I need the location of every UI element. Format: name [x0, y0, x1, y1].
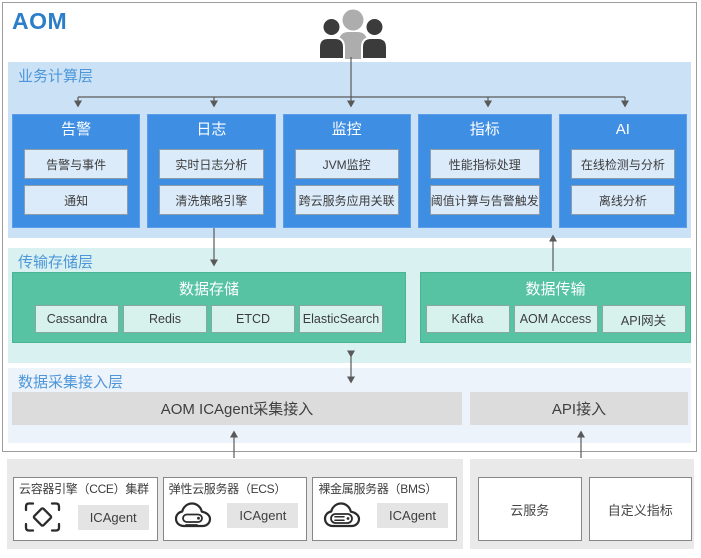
group-title: 数据存储 [178, 281, 239, 298]
module-item: 通知 [24, 185, 129, 215]
module-alarm: 告警 告警与事件 通知 [12, 114, 141, 228]
module-title: 监控 [331, 121, 362, 138]
module-item: 清洗策略引擎 [159, 185, 264, 215]
module-item: 告警与事件 [24, 149, 129, 179]
module-title: 指标 [469, 121, 500, 138]
icagent-badge: ICAgent [77, 504, 149, 530]
layer-collection: 数据采集接入层 AOM ICAgent采集接入 API接入 [8, 368, 691, 443]
module-metric: 指标 性能指标处理 阈值计算与告警触发 [417, 114, 552, 228]
module-ai: AI 在线检测与分析 离线分析 [558, 114, 688, 228]
source-title: 弹性云服务器（ECS） [168, 482, 287, 496]
icagent-access-bar: AOM ICAgent采集接入 [12, 392, 462, 425]
module-item: 性能指标处理 [429, 149, 540, 179]
users-icon [318, 9, 388, 59]
group-data-storage: 数据存储 Cassandra Redis ETCD ElasticSearch [12, 272, 406, 343]
source-title: 云容器引擎（CCE）集群 [19, 482, 149, 496]
group-title: 数据传输 [525, 281, 586, 298]
module-item: 实时日志分析 [159, 149, 264, 179]
source-row: ICAgent [316, 497, 453, 530]
module-item: 离线分析 [570, 185, 676, 215]
icagent-badge: ICAgent [377, 502, 449, 528]
source-custom-metrics: 自定义指标 [588, 477, 692, 541]
source-cce: 云容器引擎（CCE）集群 ICAgent [13, 477, 158, 541]
source-row: ICAgent [17, 497, 154, 534]
storage-item: ETCD [211, 305, 295, 333]
api-access-bar: API接入 [470, 392, 688, 425]
ecs-icon [174, 502, 211, 528]
bms-icon [324, 502, 361, 528]
source-row: ICAgent [167, 497, 304, 530]
transmission-item: Kafka [425, 305, 510, 333]
module-item: 阈值计算与告警触发 [429, 185, 540, 215]
business-modules: 告警 告警与事件 通知 日志 实时日志分析 清洗策略引擎 监控 JVM监控 跨云… [12, 114, 688, 228]
module-item: 在线检测与分析 [570, 149, 676, 179]
group-data-transmission: 数据传输 Kafka AOM Access API网关 [420, 272, 691, 343]
source-bms: 裸金属服务器（BMS） ICAgent [312, 477, 458, 541]
agent-sources-panel: 云容器引擎（CCE）集群 ICAgent 弹性云服务器（ECS） [7, 459, 463, 549]
transmission-item: API网关 [601, 305, 686, 333]
module-title: 日志 [196, 121, 227, 138]
aom-frame: AOM 业务计算层 告警 告警与事件 通知 日志 实时日志分析 清洗策略 [2, 2, 697, 452]
cce-icon [24, 502, 61, 532]
transmission-chips: Kafka AOM Access API网关 [421, 305, 690, 333]
layer-transport-storage: 传输存储层 数据存储 Cassandra Redis ETCD ElasticS… [8, 248, 691, 363]
api-sources-panel: 云服务 自定义指标 [470, 459, 694, 549]
module-title: 告警 [61, 121, 92, 138]
transmission-item: AOM Access [513, 305, 598, 333]
layer-business: 业务计算层 告警 告警与事件 通知 日志 实时日志分析 清洗策略引擎 监控 JV… [8, 62, 691, 238]
layer-collection-label: 数据采集接入层 [18, 374, 124, 391]
layer-transport-label: 传输存储层 [18, 254, 94, 271]
module-item: 跨云服务应用关联 [294, 185, 399, 215]
icagent-badge: ICAgent [227, 502, 299, 528]
module-log: 日志 实时日志分析 清洗策略引擎 [147, 114, 276, 228]
storage-item: ElasticSearch [299, 305, 383, 333]
storage-chips: Cassandra Redis ETCD ElasticSearch [13, 305, 405, 333]
module-monitor: 监控 JVM监控 跨云服务应用关联 [282, 114, 411, 228]
layer-business-label: 业务计算层 [18, 68, 94, 85]
module-item: JVM监控 [294, 149, 399, 179]
storage-item: Cassandra [35, 305, 119, 333]
source-ecs: 弹性云服务器（ECS） ICAgent [162, 477, 308, 541]
source-title: 裸金属服务器（BMS） [318, 482, 438, 496]
module-title: AI [615, 121, 630, 138]
source-cloud-service: 云服务 [478, 477, 582, 541]
storage-item: Redis [123, 305, 207, 333]
diagram-title: AOM [12, 8, 68, 34]
